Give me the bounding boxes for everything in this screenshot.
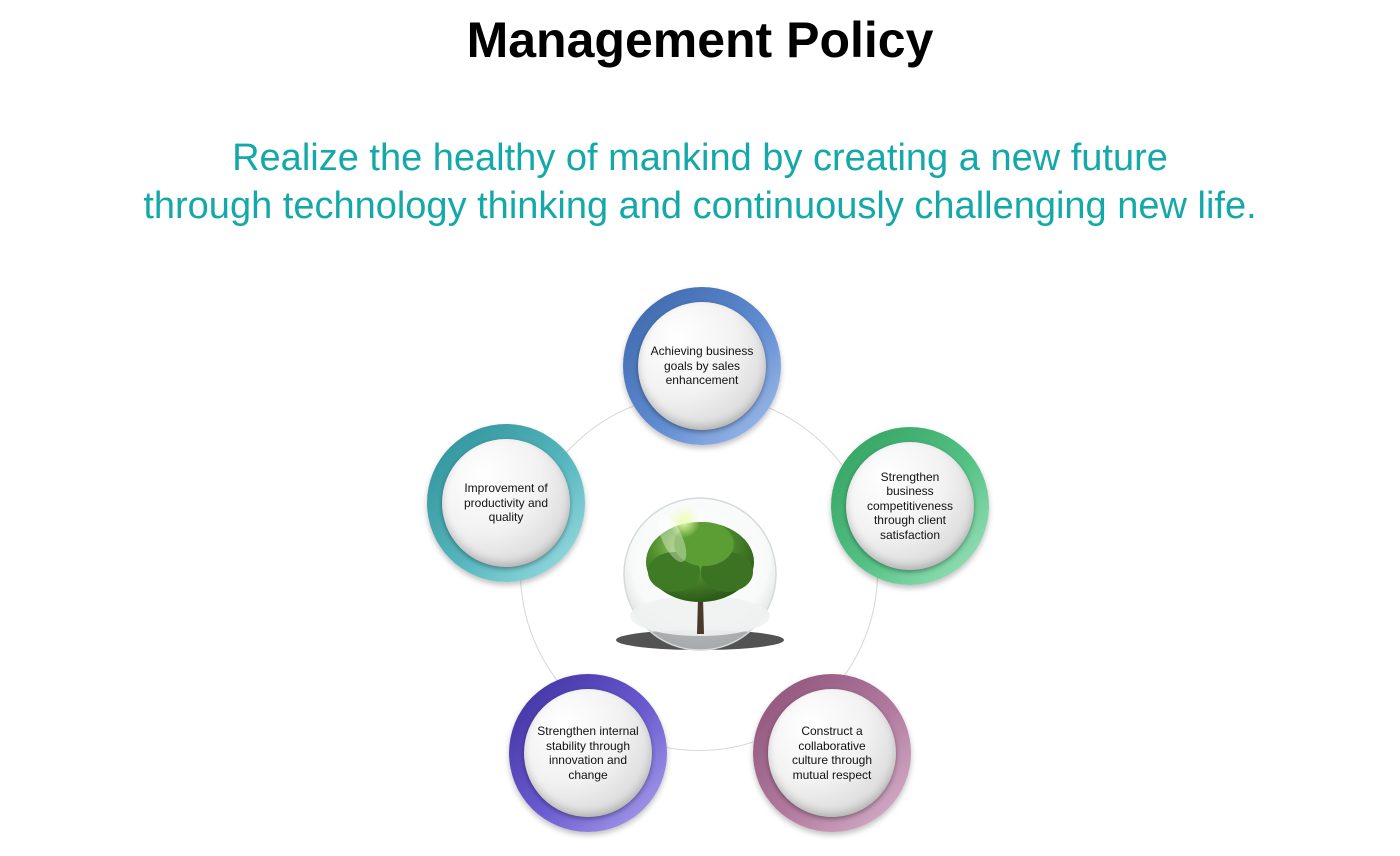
policy-node-inner: Construct a collaborative culture throug… <box>768 689 896 817</box>
policy-node-label: Construct a collaborative culture throug… <box>791 724 873 782</box>
policy-node-productivity-quality: Improvement of productivity and quality <box>427 424 585 582</box>
policy-node-inner: Achieving business goals by sales enhanc… <box>638 302 766 430</box>
policy-node-internal-stability: Strengthen internal stability through in… <box>509 674 667 832</box>
policy-node-inner: Improvement of productivity and quality <box>442 439 570 567</box>
policy-node-label: Strengthen internal stability through in… <box>537 724 639 782</box>
policy-node-inner: Strengthen internal stability through in… <box>524 689 652 817</box>
mission-statement: Realize the healthy of mankind by creati… <box>0 134 1400 230</box>
policy-node-label: Achieving business goals by sales enhanc… <box>650 344 754 388</box>
page-title: Management Policy <box>466 12 934 68</box>
mission-line-1: Realize the healthy of mankind by creati… <box>232 137 1168 179</box>
policy-node-label: Improvement of productivity and quality <box>463 481 549 525</box>
policy-node-sales-goals: Achieving business goals by sales enhanc… <box>623 287 781 445</box>
policy-node-inner: Strengthen business competitiveness thro… <box>846 442 974 570</box>
policy-node-collaborative-culture: Construct a collaborative culture throug… <box>753 674 911 832</box>
tree-sphere-icon <box>616 497 784 651</box>
policy-node-label: Strengthen business competitiveness thro… <box>866 469 954 542</box>
mission-line-2: through technology thinking and continuo… <box>143 185 1257 227</box>
policy-node-client-satisfaction: Strengthen business competitiveness thro… <box>831 427 989 585</box>
